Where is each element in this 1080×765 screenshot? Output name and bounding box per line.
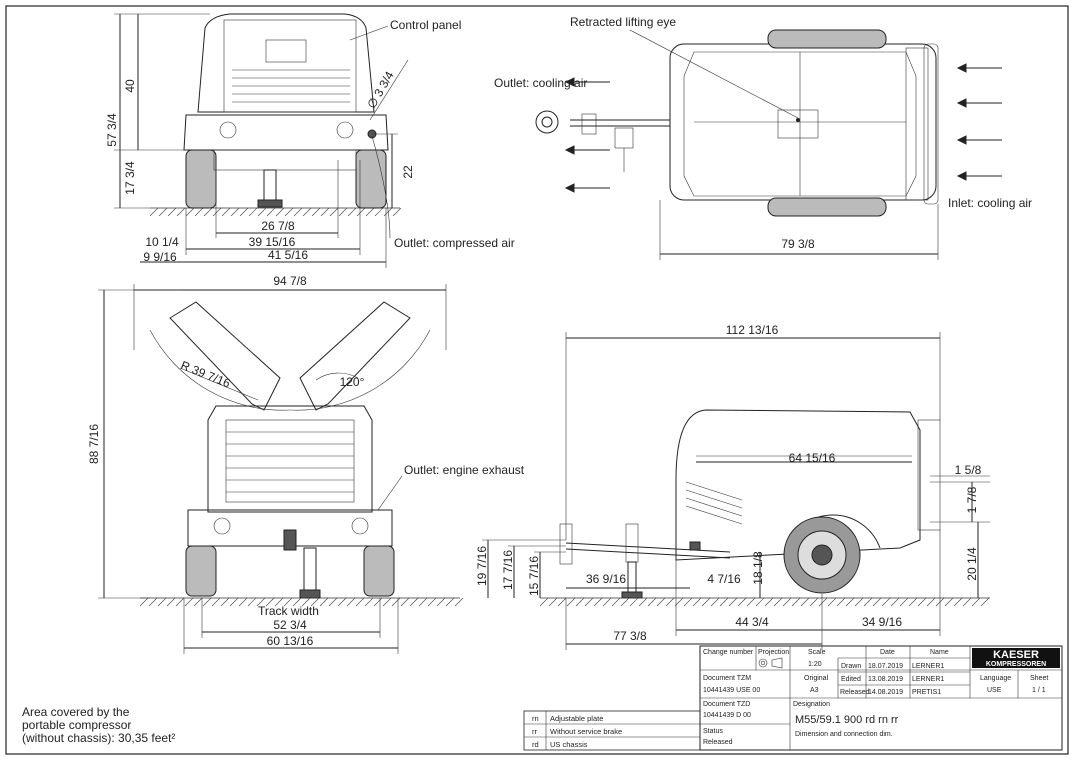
area-note-line-1: Area covered by the [22,705,130,719]
tb-scale-label: Scale [808,649,826,656]
sheet-border [5,5,1069,755]
label-outlet-compressed-air: Outlet: compressed air [394,236,515,250]
side-view [482,332,990,650]
top-view [535,29,1002,260]
tb-projection: Projection [758,649,789,656]
tb-change-number: Change number [703,649,754,656]
tb-doc-tzm-label: Document TZM [703,675,751,682]
options-table: rn Adjustable plate rr Without service b… [523,710,701,751]
dim-open-height: 88 7/16 [87,424,101,464]
dim-front-upper-height: 40 [123,79,137,93]
option-code-1: rn [532,714,539,723]
tb-designation-sub: Dimension and connection dim. [795,731,893,738]
tb-released-date: 14.08.2019 [868,689,903,696]
drawing-labels: Control panel Retracted lifting eye Outl… [258,15,1032,618]
tb-sheet-value: 1 / 1 [1032,687,1046,694]
dim-front-lower-height: 17 3/4 [123,161,137,195]
ground-hatch-side [539,597,990,607]
tb-date-label: Date [880,649,895,656]
tb-status-label: Status [703,728,723,735]
tb-status-value: Released [703,739,733,746]
dim-front-port-height: 22 [401,165,415,179]
tb-drawn-name: LERNER1 [912,663,944,670]
dim-front-port-diameter: ∅ 3 3/4 [364,69,397,111]
dim-track-width-a: 52 3/4 [273,618,307,632]
dim-front-total-height: 57 3/4 [105,113,119,147]
dim-front-width-c: 41 5/16 [268,248,308,262]
dim-open-width: 94 7/8 [273,274,307,288]
tb-sheet-label: Sheet [1030,675,1048,682]
dim-track-width-b: 60 13/16 [267,634,314,648]
dim-top-length: 79 3/8 [781,237,815,251]
dim-side-drawbar: 36 9/16 [586,572,626,586]
kaeser-logo [972,648,1060,668]
option-text-2: Without service brake [550,727,622,736]
dim-side-axle-to-front: 44 3/4 [735,615,769,629]
dim-side-right-a: 1 5/8 [955,463,982,477]
tb-doc-tzd-label: Document TZD [703,701,750,708]
dim-side-tow-a: 19 7/16 [475,546,489,586]
ground-hatch-front [149,207,402,217]
tb-drawn: Drawn [841,663,861,670]
dim-side-axle-to-rear: 34 9/16 [862,615,902,629]
option-code-2: rr [532,727,537,736]
projection-symbol-icon [758,657,783,669]
area-note-line-2: portable compressor [22,718,132,732]
tb-scale-value: 1:20 [808,661,822,668]
tb-language-label: Language [980,675,1011,682]
dim-side-tow-to-axle: 77 3/8 [613,629,647,643]
dim-side-right-c: 20 1/4 [965,547,979,581]
dim-front-width-b: 39 15/16 [249,235,296,249]
tb-designation-value: M55/59.1 900 rd rn rr [795,714,899,726]
area-note-line-3: (without chassis): 30,35 feet² [22,731,176,745]
tb-original-label: Original [804,675,829,682]
ground-hatch-open [139,597,464,607]
front-view [114,13,409,268]
cooling-air-inlet-arrows [956,63,1002,181]
label-inlet-cooling-air: Inlet: cooling air [948,196,1032,210]
dim-side-tow-b: 17 7/16 [501,550,515,590]
dim-lid-radius: R 39 7/16 [179,358,233,391]
label-retracted-lifting-eye: Retracted lifting eye [570,15,676,29]
dim-side-body-length: 64 15/16 [789,451,836,465]
dim-front-offset-a: 10 1/4 [145,235,179,249]
dim-side-tow-c: 15 7/16 [527,556,541,596]
dim-front-offset-b: 9 9/16 [143,250,177,264]
tb-name-label: Name [930,649,949,656]
area-note: Area covered by the portable compressor … [22,706,175,745]
tb-released: Released [840,689,870,696]
tb-released-name: PRETIS1 [912,689,941,696]
label-outlet-cooling-air: Outlet: cooling air [494,76,587,90]
label-control-panel: Control panel [390,18,461,32]
tb-edited-date: 13.08.2019 [868,676,903,683]
dim-side-chassis-height: 18 1/8 [751,551,765,585]
dim-front-width-a: 26 7/8 [261,219,295,233]
label-track-width: Track width [258,604,319,618]
dim-side-right-b: 1 7/8 [965,486,979,513]
option-code-3: rd [532,740,539,749]
option-text-1: Adjustable plate [550,714,603,723]
brand-bottom: KOMPRESSOREN [986,661,1046,668]
brand-top: KAESER [993,649,1039,661]
tb-doc-tzm-value: 10441439 USE 00 [703,687,760,694]
open-lid-view [98,284,464,654]
dimension-values: 57 3/4 40 17 3/4 ∅ 3 3/4 22 26 7/8 39 15… [87,69,982,648]
tb-original-value: A3 [810,687,819,694]
dim-lid-angle: 120° [340,375,365,389]
tb-drawn-date: 18.07.2019 [868,663,903,670]
tb-edited-name: LERNER1 [912,676,944,683]
cooling-air-outlet-arrows [564,77,610,193]
title-block: Change number Projection Scale 1:20 Date… [699,645,1063,751]
tb-edited: Edited [841,676,861,683]
option-text-3: US chassis [550,740,588,749]
tb-language-value: USE [987,687,1002,694]
dim-side-small: 4 7/16 [707,572,741,586]
tb-doc-tzd-value: 10441439 D 00 [703,712,751,719]
dim-side-overall-length: 112 13/16 [726,323,779,337]
label-outlet-engine-exhaust: Outlet: engine exhaust [404,463,525,477]
tb-designation-label: Designation [793,701,830,708]
